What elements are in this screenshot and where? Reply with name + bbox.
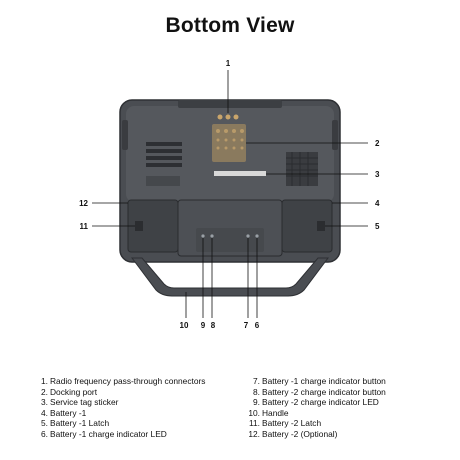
callout-12: 12 <box>79 199 88 208</box>
callout-2: 2 <box>375 139 380 148</box>
callout-numbers: 1 2 3 4 5 12 11 10 9 8 7 6 <box>79 59 380 330</box>
legend-item: 12.Battery -2 (Optional) <box>248 428 338 439</box>
callout-9: 9 <box>201 321 206 330</box>
legend-item: 2.Docking port <box>41 386 98 397</box>
callout-7: 7 <box>244 321 249 330</box>
callout-5: 5 <box>375 222 380 231</box>
callout-1: 1 <box>226 59 231 68</box>
legend-item: 9.Battery -2 charge indicator LED <box>253 397 379 408</box>
page-title: Bottom View <box>165 14 295 37</box>
vent-grille-right <box>286 152 318 186</box>
callout-3: 3 <box>375 170 380 179</box>
callout-11: 11 <box>80 222 89 231</box>
legend-item: 10.Handle <box>248 407 289 418</box>
legend-item: 4.Battery -1 <box>41 407 87 418</box>
docking-port <box>212 124 246 162</box>
callout-6: 6 <box>255 321 260 330</box>
service-tag-sticker <box>214 171 266 176</box>
handle <box>131 257 329 297</box>
legend-column-right: 7.Battery -1 charge indicator button 8.B… <box>246 376 386 440</box>
callout-8: 8 <box>211 321 216 330</box>
rf-connectors <box>217 114 239 120</box>
callout-10: 10 <box>180 321 189 330</box>
vent-slots-left <box>146 142 182 167</box>
legend-item: 6.Battery -1 charge indicator LED <box>41 428 167 439</box>
legend-item: 5.Battery -1 Latch <box>41 418 110 429</box>
laptop-body <box>119 99 341 263</box>
legend-column-left: 1.Radio frequency pass-through connector… <box>34 376 206 440</box>
legend-item: 7.Battery -1 charge indicator button <box>253 376 386 386</box>
legend-item: 8.Battery -2 charge indicator button <box>253 386 386 397</box>
battery-2-latch <box>135 221 143 231</box>
callout-4: 4 <box>375 199 380 208</box>
legend-item: 11.Battery -2 Latch <box>248 418 322 429</box>
legend-item: 3.Service tag sticker <box>41 397 119 408</box>
battery-1-latch <box>317 221 325 231</box>
legend-item: 1.Radio frequency pass-through connector… <box>41 376 206 386</box>
